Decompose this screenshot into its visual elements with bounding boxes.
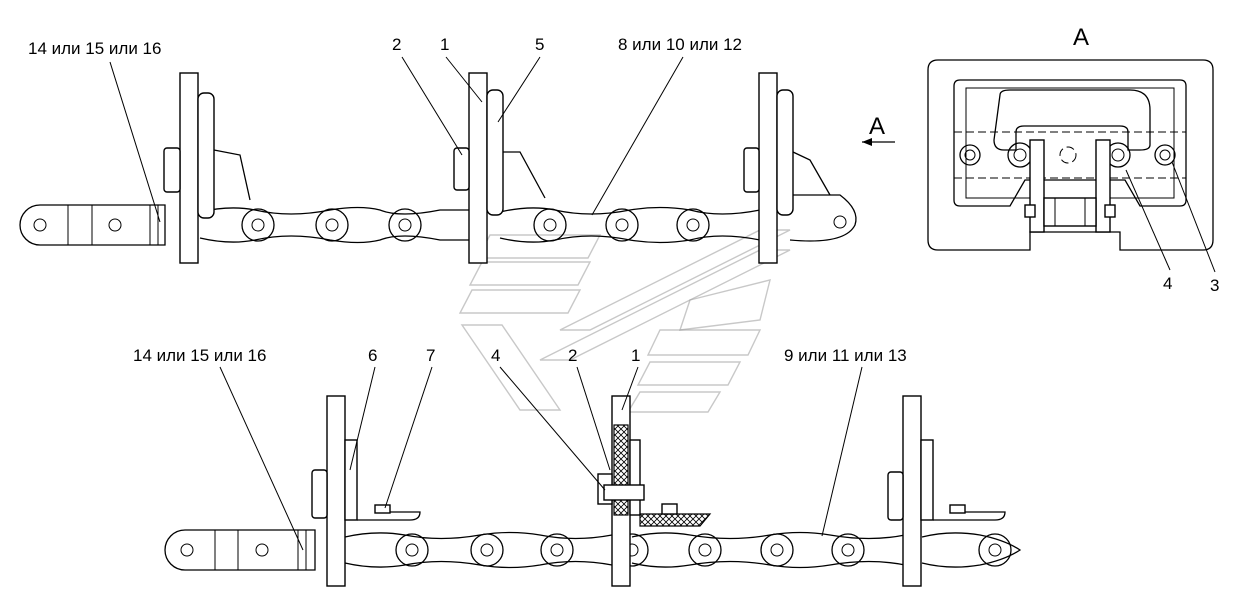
top-scraper-3 (743, 72, 831, 264)
bottom-callout-2: 2 (568, 346, 577, 365)
detail-view-a: A 4 3 (927, 24, 1219, 295)
detail-callout-3: 3 (1210, 276, 1219, 295)
top-callout-5: 5 (535, 35, 544, 54)
top-teeth-callout: 14 или 15 или 16 (28, 39, 161, 58)
bottom-callout-7: 7 (426, 346, 435, 365)
bottom-end-link (164, 529, 316, 571)
bottom-chain (344, 531, 1022, 569)
top-callout-1: 1 (440, 35, 449, 54)
watermark-logo (458, 229, 791, 413)
top-chain-assembly: A 14 или 15 или 16 2 1 5 8 или 10 или 12 (19, 35, 895, 264)
detail-roller-link (1024, 139, 1116, 233)
bottom-scraper-3 (887, 395, 1006, 587)
bottom-scraper-2-section (597, 395, 712, 587)
bottom-leaders (219, 366, 863, 551)
bottom-chain-rollers (395, 533, 1012, 567)
top-chain (199, 194, 857, 244)
top-chain-rollers (241, 208, 847, 242)
bottom-callout-1: 1 (631, 346, 640, 365)
top-callout-2: 2 (392, 35, 401, 54)
bottom-chain-assembly: 14 или 15 или 16 6 7 4 2 1 9 или 11 или … (133, 346, 1022, 587)
detail-callout-4: 4 (1163, 274, 1172, 293)
bottom-callout-6: 6 (368, 346, 377, 365)
bottom-scraper-1 (311, 395, 421, 587)
top-leaders (109, 56, 684, 223)
detail-bolts (959, 142, 1176, 168)
bottom-callout-4: 4 (491, 346, 500, 365)
top-scraper-1 (163, 72, 251, 264)
view-arrow-a: A (862, 113, 895, 146)
top-chain-callout: 8 или 10 или 12 (618, 35, 742, 54)
bottom-teeth-callout: 14 или 15 или 16 (133, 346, 266, 365)
top-end-link (19, 204, 166, 246)
bottom-chain-callout: 9 или 11 или 13 (784, 346, 907, 365)
detail-view-title: A (1073, 24, 1089, 51)
view-arrow-label: A (869, 113, 885, 140)
